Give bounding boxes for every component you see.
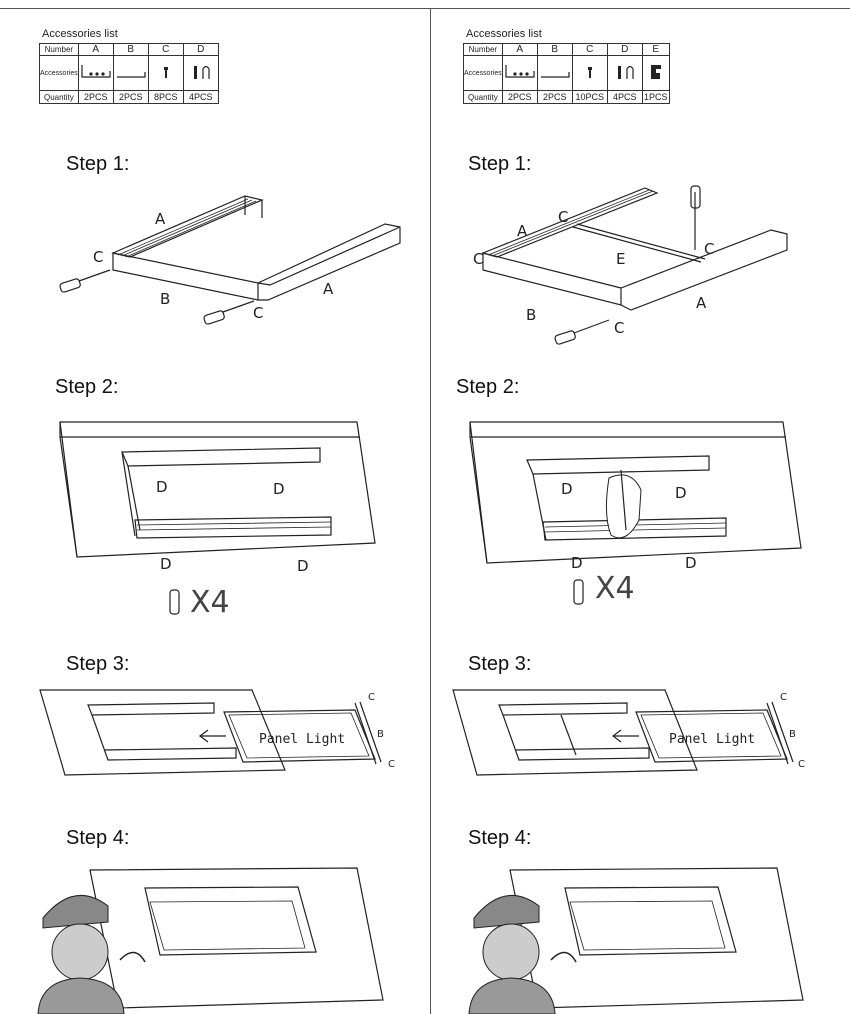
screwdriver-icon — [169, 589, 180, 615]
label-c-right: C — [253, 304, 263, 322]
step-1-frame-illustration: A C B C A — [59, 195, 401, 325]
crossbar-e — [572, 226, 702, 263]
step-2-ceiling-illustration: D D D D X4 — [59, 421, 376, 620]
worker-mascot-icon — [37, 894, 146, 1014]
panel-light — [223, 709, 376, 763]
quantity-e: 1PCS — [641, 90, 670, 104]
step-2-heading: Step 2: — [456, 376, 520, 398]
label-d1: D — [561, 480, 573, 498]
installed-panel — [144, 886, 317, 956]
step-3-heading: Step 3: — [468, 653, 532, 675]
ceiling-board — [89, 867, 384, 1009]
label-a-top: A — [155, 210, 166, 228]
rail-top — [526, 455, 710, 475]
quantity-c: 10PCS — [571, 90, 608, 104]
step-4-finished-illustration — [468, 867, 804, 1014]
label-a-top: A — [517, 222, 528, 240]
accessories-title: Accessories list — [466, 28, 542, 40]
step-1-frame-illustration: C A C E C B A C — [473, 185, 788, 345]
label-a-right: A — [696, 294, 707, 312]
accessory-d-anchor-icon — [606, 55, 643, 91]
panel-light-label: Panel Light — [259, 732, 345, 747]
step-3-panel-illustration: Panel Light C B C — [39, 689, 395, 776]
row-label-quantity: Quantity — [39, 90, 79, 104]
label-d4: D — [297, 557, 309, 575]
rail-bottom — [134, 516, 332, 539]
step-4-heading: Step 4: — [468, 827, 532, 849]
label-d1: D — [156, 478, 168, 496]
rail-top — [87, 702, 215, 716]
rail-bottom — [542, 517, 727, 541]
panel-light-label: Panel Light — [669, 732, 755, 747]
step-4-finished-illustration — [37, 867, 384, 1014]
label-c-bottom: C — [614, 319, 624, 337]
accessory-d-anchor-icon — [182, 55, 219, 91]
step-1-heading: Step 1: — [468, 153, 532, 175]
installed-panel — [564, 886, 737, 956]
label-c-top: C — [368, 692, 375, 703]
column-divider — [430, 8, 431, 1014]
label-b: B — [377, 729, 384, 740]
ceiling-board — [39, 689, 286, 776]
rail-top — [121, 447, 321, 467]
label-a-right: A — [323, 280, 334, 298]
label-d4: D — [685, 554, 697, 572]
label-d2: D — [273, 480, 285, 498]
label-b: B — [789, 729, 796, 740]
top-rule — [0, 8, 850, 9]
ceiling-board — [452, 689, 698, 776]
slide-arrow-icon — [612, 729, 639, 743]
label-b: B — [160, 290, 170, 308]
accessory-b-strip-icon — [112, 55, 149, 91]
screwdriver-right — [203, 300, 255, 325]
label-c-left: C — [93, 248, 103, 266]
accessories-table: Number A B C D Accessories Quantity 2PCS — [39, 43, 219, 104]
accessory-e-clip-icon — [641, 55, 670, 91]
ceiling-board — [469, 421, 802, 564]
label-c-top: C — [780, 692, 787, 703]
step-4-heading: Step 4: — [66, 827, 130, 849]
step-1-heading: Step 1: — [66, 153, 130, 175]
right-column: Accessories list Number A B C D E Access… — [431, 0, 850, 1014]
crossbar-e — [560, 714, 577, 756]
screwdriver-icon — [573, 579, 584, 605]
step-3-heading: Step 3: — [66, 653, 130, 675]
accessory-c-screw-icon — [147, 55, 184, 91]
left-column: Accessories list Number A B C D Accessor… — [37, 28, 401, 1014]
label-c-left: C — [473, 250, 483, 268]
accessories-table: Number A B C D E Accessories — [463, 43, 670, 104]
label-c-top: C — [558, 208, 568, 226]
quantity-d: 4PCS — [182, 90, 219, 104]
ceiling-board — [509, 867, 804, 1009]
screwdriver-left — [59, 269, 111, 293]
label-e: E — [616, 250, 625, 268]
row-label-accessories: Accessories — [39, 55, 79, 91]
screwdriver-bottom — [554, 330, 576, 345]
worker-mascot-icon — [468, 894, 577, 1014]
panel-light — [635, 709, 788, 763]
label-d3: D — [571, 554, 583, 572]
rail-top — [498, 702, 628, 716]
step-2-ceiling-illustration: D D D D X4 — [469, 421, 802, 606]
row-label-accessories: Accessories — [463, 55, 503, 91]
label-c-bottom: C — [388, 759, 395, 770]
ceiling-board — [59, 421, 376, 558]
label-b: B — [526, 306, 536, 324]
step-3-panel-illustration: Panel Light C B C — [452, 689, 805, 776]
frame-assembly — [111, 195, 401, 301]
label-d2: D — [675, 484, 687, 502]
label-c-bottom: C — [798, 759, 805, 770]
quantity-c: 8PCS — [147, 90, 184, 104]
label-c-right: C — [704, 240, 714, 258]
accessory-a-bracket-icon — [501, 55, 538, 91]
accessories-title: Accessories list — [42, 28, 118, 40]
multiplier-x4: X4 — [190, 585, 230, 620]
slide-arrow-icon — [199, 729, 226, 743]
label-d3: D — [160, 555, 172, 573]
step-2-heading: Step 2: — [55, 376, 119, 398]
multiplier-x4: X4 — [595, 571, 635, 606]
